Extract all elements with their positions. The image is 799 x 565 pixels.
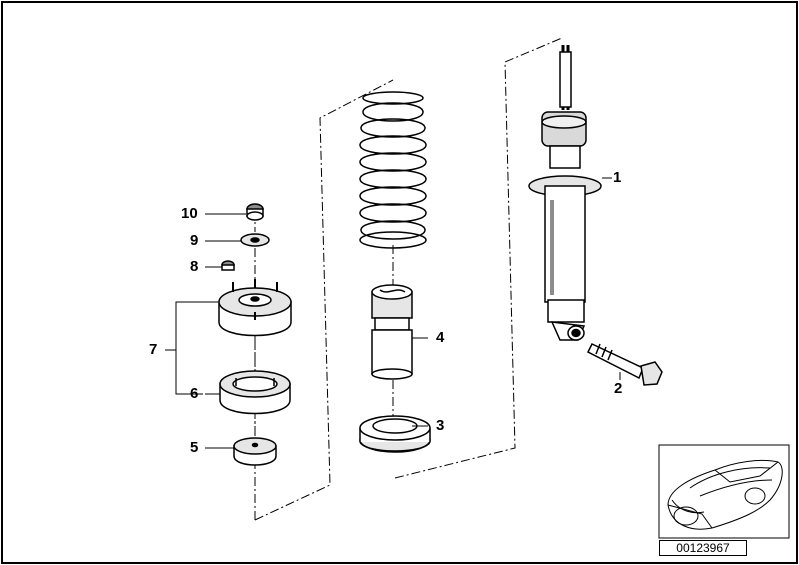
callout-5: 5 [190, 439, 199, 456]
callout-3: 3 [436, 417, 445, 434]
spring-seat-part [359, 415, 431, 453]
small-nut-part [221, 260, 235, 271]
bump-stop-part [371, 284, 413, 380]
callout-8: 8 [190, 258, 199, 275]
callout-1: 1 [613, 169, 622, 186]
vehicle-thumbnail [658, 444, 790, 539]
callout-7: 7 [149, 341, 158, 358]
callout-6: 6 [190, 385, 199, 402]
callout-10: 10 [181, 205, 198, 222]
callout-4: 4 [436, 329, 445, 346]
diagram-id-label: 00123967 [659, 540, 747, 556]
washer-part [240, 233, 270, 247]
leader-lines [165, 177, 621, 449]
nut-part [246, 203, 264, 221]
coil-spring-part [359, 91, 427, 249]
callout-2: 2 [614, 380, 623, 397]
dust-cap-part [233, 437, 277, 466]
strut-mount-part [218, 279, 292, 337]
bolt-part [586, 343, 663, 386]
mount-ring-part [219, 370, 291, 415]
shock-absorber-part [528, 45, 602, 341]
callout-9: 9 [190, 232, 199, 249]
